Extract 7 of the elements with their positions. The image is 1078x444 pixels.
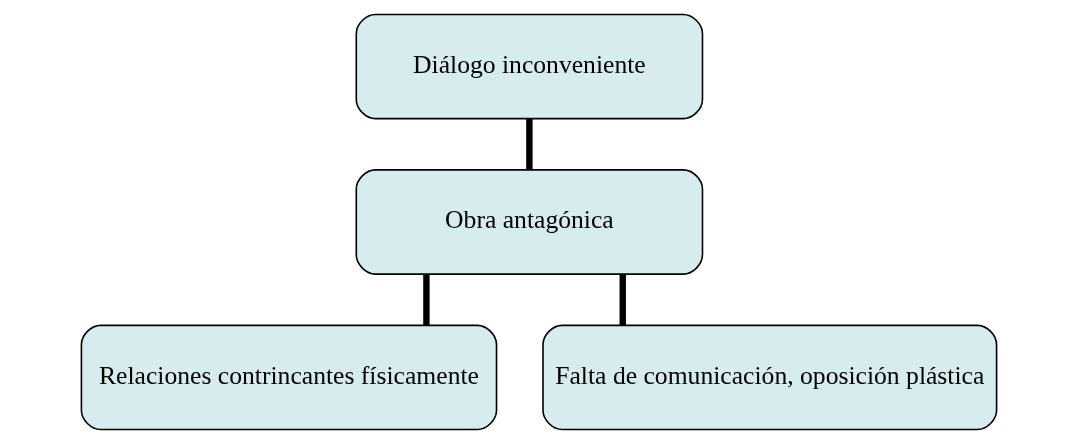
connector bbox=[526, 118, 533, 170]
node-box: Relaciones contrincantes físicamente bbox=[80, 324, 498, 431]
connector bbox=[619, 274, 626, 326]
node-box: Obra antagónica bbox=[355, 169, 704, 275]
connector bbox=[423, 274, 430, 326]
node-box: Falta de comunicación, oposición plástica bbox=[542, 324, 998, 431]
node-box: Diálogo inconveniente bbox=[355, 13, 704, 120]
